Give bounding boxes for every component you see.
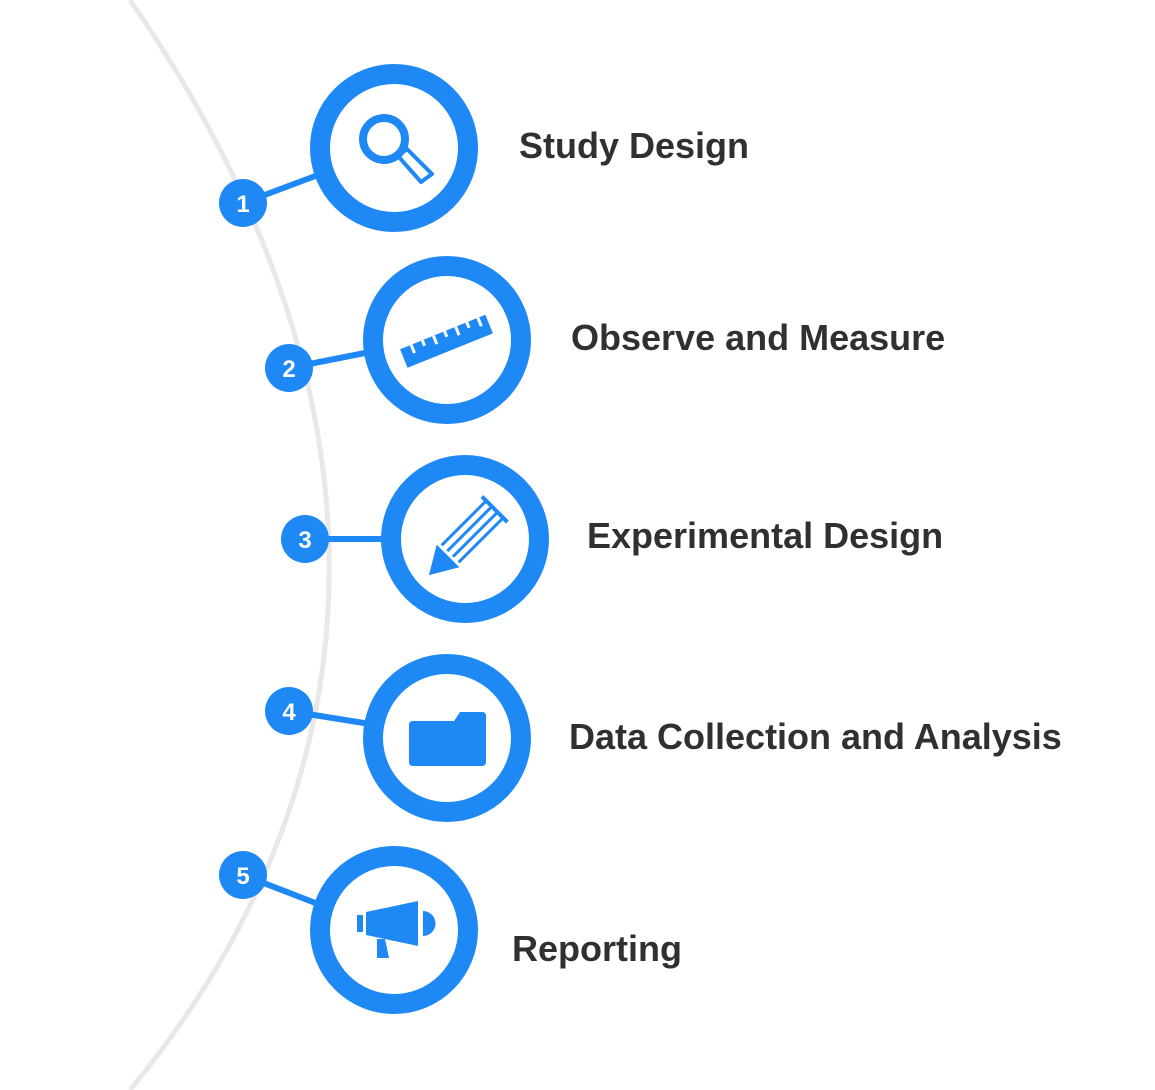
step-1: 1 Study Design [219, 64, 749, 232]
step-number: 3 [298, 527, 311, 554]
step-4: 4 Data Collection and Analysis [265, 654, 1062, 822]
step-number: 2 [282, 356, 295, 383]
ruler-icon [400, 314, 493, 368]
step-number-badge [265, 687, 313, 735]
step-title: Data Collection and Analysis [569, 716, 1062, 757]
step-3: Experimental Design 3 [281, 455, 943, 623]
step-title: Reporting [512, 928, 682, 969]
megaphone-icon [357, 901, 436, 958]
step-title: Experimental Design [587, 515, 943, 556]
step-number-badge [219, 179, 267, 227]
pencil-icon [428, 495, 509, 576]
step-title: Observe and Measure [571, 317, 945, 358]
step-5: 5 Reporting [219, 846, 682, 1014]
step-2: 2 Observe and Measure [265, 256, 945, 424]
step-title: Study Design [519, 125, 749, 166]
step-icon-ring [310, 64, 478, 232]
step-number: 4 [282, 699, 296, 726]
step-number-badge [219, 851, 267, 899]
magnifier-icon [359, 114, 434, 184]
step-number-badge [265, 344, 313, 392]
step-number: 5 [236, 863, 249, 890]
step-number: 1 [236, 191, 249, 218]
step-icon-ring [381, 455, 549, 623]
step-number-badge [281, 515, 329, 563]
folder-icon [409, 712, 486, 766]
